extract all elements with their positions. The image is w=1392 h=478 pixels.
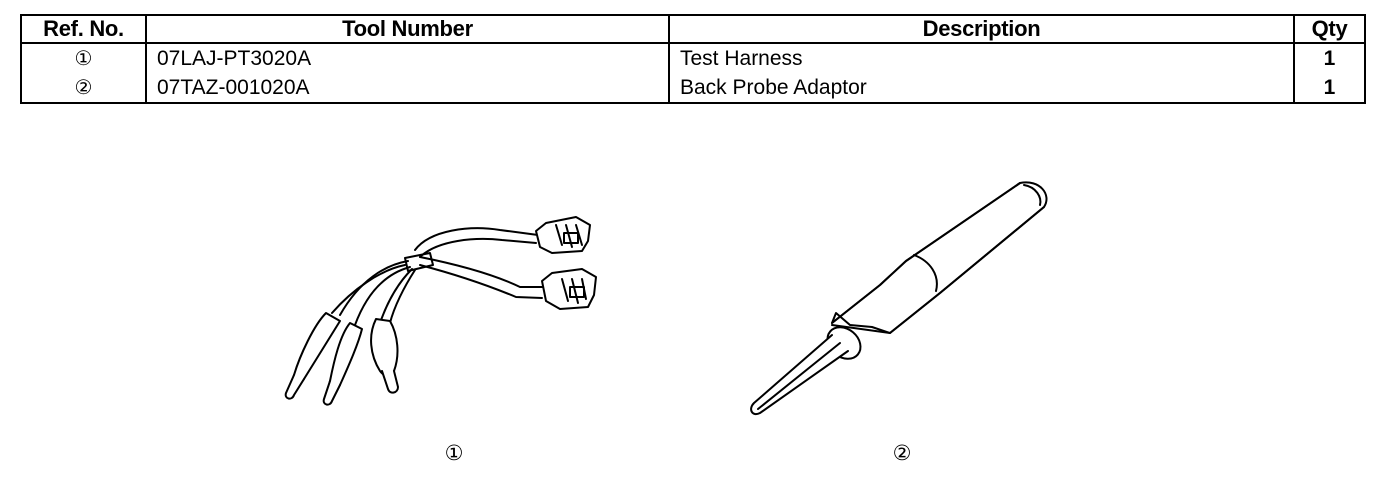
description-cell: Test Harness	[668, 43, 1295, 73]
header-ref-no: Ref. No.	[20, 14, 147, 44]
tool-number-cell: 07TAZ-001020A	[145, 73, 670, 104]
description-cell: Back Probe Adaptor	[668, 73, 1295, 104]
header-qty: Qty	[1293, 14, 1366, 44]
table-row: ① 07LAJ-PT3020A Test Harness 1	[20, 43, 1366, 73]
alligator-clip-1-icon	[284, 312, 341, 400]
qty-cell: 1	[1293, 43, 1366, 73]
test-harness-illustration	[284, 216, 597, 406]
table-header-row: Ref. No. Tool Number Description Qty	[20, 14, 1366, 44]
alligator-clip-2-icon	[322, 322, 363, 406]
table-row: ② 07TAZ-001020A Back Probe Adaptor 1	[20, 73, 1366, 104]
header-tool-number: Tool Number	[145, 14, 670, 44]
back-probe-adaptor-illustration	[750, 181, 1048, 415]
figure-label-1: ①	[444, 441, 464, 465]
qty-cell: 1	[1293, 73, 1366, 104]
header-description: Description	[668, 14, 1295, 44]
connector-2-icon	[541, 268, 597, 310]
tool-number-cell: 07LAJ-PT3020A	[145, 43, 670, 73]
ref-number-cell: ②	[20, 73, 147, 104]
ref-number-cell: ①	[20, 43, 147, 73]
special-tools-table: Ref. No. Tool Number Description Qty ① 0…	[20, 14, 1366, 104]
connector-1-icon	[535, 216, 591, 254]
alligator-clip-3-icon	[370, 318, 399, 394]
figure-label-2: ②	[892, 441, 912, 465]
